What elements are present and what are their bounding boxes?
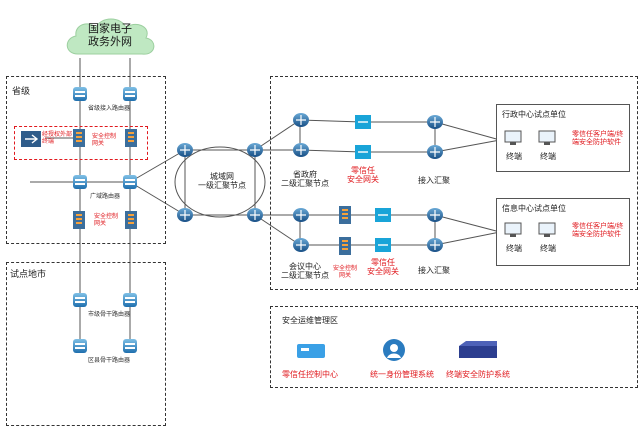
terminal-icon — [504, 130, 522, 145]
router-icon — [247, 143, 263, 157]
city-switch-label: 市级骨干路由器 — [88, 311, 131, 318]
gateway-icon — [125, 211, 137, 229]
province-access-switch-label: 省级接入路由器 — [88, 105, 131, 112]
switch-icon — [123, 339, 137, 353]
zt-gateway-top-label: 零信任 安全网关 — [347, 166, 379, 185]
gateway-icon — [339, 206, 351, 224]
ops-item2-label: 统一身份管理系统 — [370, 370, 434, 379]
cloud-label: 国家电子 政务外网 — [78, 22, 142, 48]
terminal-bottom-1-label: 终端 — [506, 244, 522, 253]
right-network-zone — [270, 76, 638, 290]
gateway-icon — [339, 237, 351, 255]
router-icon — [247, 208, 263, 222]
terminal-icon — [504, 222, 522, 237]
terminal-top-2-label: 终端 — [540, 152, 556, 161]
firewall-icon — [21, 131, 41, 147]
meeting-node-label: 会议中心 二级汇聚节点 — [281, 262, 329, 281]
router-icon — [427, 145, 443, 159]
router-icon — [427, 115, 443, 129]
info-center-unit — [496, 198, 630, 266]
switch-icon — [73, 87, 87, 101]
province-zone — [6, 76, 166, 244]
wan-router-label: 广域路由器 — [90, 193, 121, 200]
city-zone — [6, 262, 166, 426]
access-agg-bottom-label: 接入汇聚 — [418, 266, 450, 275]
security-ctrl-gateway-label: 安全控制 网关 — [92, 133, 117, 147]
province-title: 省级 — [12, 87, 31, 97]
core-label-line1: 城域网 — [210, 172, 234, 181]
switch-icon — [73, 339, 87, 353]
router-icon — [293, 113, 309, 127]
software-top-label: 零信任客户端/终 端安全防护软件 — [572, 130, 624, 147]
router-icon — [177, 143, 193, 157]
ops-zone — [270, 306, 638, 388]
ops-item3-label: 终端安全防护系统 — [446, 370, 510, 379]
terminal-icon — [538, 130, 556, 145]
zt-gateway-bottom-label: 零信任 安全网关 — [367, 258, 399, 277]
ops-item1-label: 零信任控制中心 — [282, 370, 338, 379]
authorized-terminal-label: 经授权外部 终端 — [42, 131, 73, 145]
switch-icon — [73, 175, 87, 189]
terminal-icon — [538, 222, 556, 237]
router-icon — [177, 208, 193, 222]
software-bottom-label: 零信任客户端/终 端安全防护软件 — [572, 222, 624, 239]
gateway-icon — [355, 145, 371, 159]
gateway-icon — [375, 238, 391, 252]
cloud-label-line2: 政务外网 — [88, 35, 132, 49]
sec-ctrl-gw-label: 安全控制 网关 — [332, 265, 357, 279]
router-icon — [293, 208, 309, 222]
endpoint-security-icon — [459, 341, 497, 358]
admin-center-title: 行政中心试点单位 — [502, 110, 566, 119]
router-icon — [293, 238, 309, 252]
gateway-icon — [375, 208, 391, 222]
cloud-icon — [66, 18, 155, 55]
core-label: 城域网 一级汇聚节点 — [192, 172, 252, 190]
gateway-icon — [125, 129, 137, 147]
security-ctrl-gateway2-label: 安全控制 网关 — [94, 213, 119, 227]
switch-icon — [123, 175, 137, 189]
router-icon — [293, 143, 309, 157]
gateway-icon — [73, 211, 85, 229]
switch-icon — [73, 293, 87, 307]
info-center-title: 信息中心试点单位 — [502, 204, 566, 213]
switch-icon — [123, 293, 137, 307]
router-icon — [427, 208, 443, 222]
city-title: 试点地市 — [10, 270, 47, 280]
terminal-bottom-2-label: 终端 — [540, 244, 556, 253]
gateway-icon — [73, 129, 85, 147]
highlight-box — [14, 126, 148, 160]
identity-icon — [383, 339, 405, 361]
gov-node-label: 省政府 二级汇聚节点 — [281, 170, 329, 189]
county-switch-label: 区县骨干路由器 — [88, 357, 131, 364]
core-label-line2: 一级汇聚节点 — [198, 181, 246, 191]
switch-icon — [123, 87, 137, 101]
ops-title: 安全运维管理区 — [282, 316, 338, 325]
control-center-icon — [297, 344, 325, 358]
cloud-label-line1: 国家电子 — [88, 22, 132, 35]
router-icon — [427, 238, 443, 252]
terminal-top-1-label: 终端 — [506, 152, 522, 161]
access-agg-top-label: 接入汇聚 — [418, 176, 450, 185]
gateway-icon — [355, 115, 371, 129]
